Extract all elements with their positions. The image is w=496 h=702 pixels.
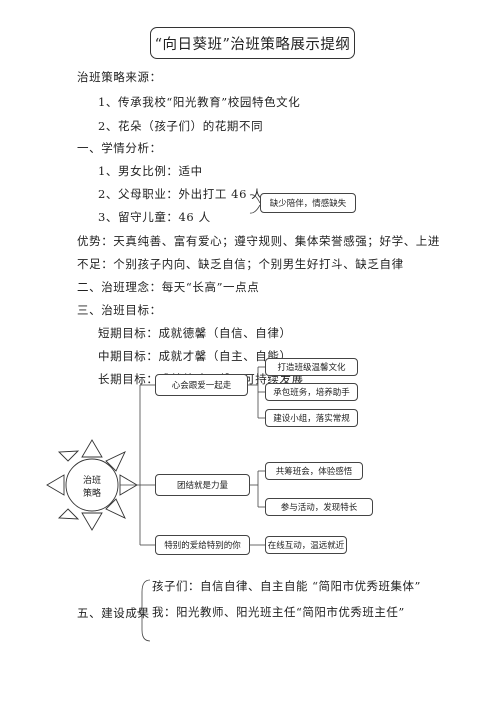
document-title: “向日葵班”治班策略展示提纲 [150, 27, 355, 59]
source-item-2: 2、花朵（孩子们）的花期不同 [98, 119, 264, 133]
result-children: 孩子们：自信自律、自主自能 “简阳市优秀班集体” [152, 579, 421, 593]
section1-item-2: 2、父母职业：外出打工 46 人 [98, 187, 264, 201]
note-connector-bottom [249, 204, 261, 214]
shortcomings-line: 不足：个别孩子内向、缺乏自信；个别男生好打斗、缺乏自律 [77, 257, 404, 271]
section1-heading: 一、学情分析： [77, 141, 162, 155]
section3-heading: 三、治班目标： [77, 303, 162, 317]
note-connector-top [249, 194, 261, 204]
branch-unity: 团结就是力量 [155, 474, 250, 496]
advantages-line: 优势：天真纯善、富有爱心；遵守规则、集体荣誉感强；好学、上进 [77, 234, 440, 248]
result-teacher: 我：阳光教师、阳光班主任“简阳市优秀班主任” [152, 605, 405, 619]
leaf-activities: 参与活动，发现特长 [265, 498, 373, 516]
section1-item-3: 3、留守儿童：46 人 [98, 210, 211, 224]
source-heading: 治班策略来源： [77, 70, 162, 84]
tree-lines [120, 366, 265, 546]
leaf-online: 在线互动，温远就近 [265, 536, 347, 554]
leaf-groups: 建设小组，落实常规 [265, 409, 358, 427]
branch-love: 心会跟爱一起走 [155, 374, 248, 396]
section1-item-1: 1、男女比例：适中 [98, 164, 203, 178]
leaf-warm-culture: 打造班级温馨文化 [265, 358, 358, 376]
goal-short: 短期目标：成就德馨（自信、自律） [98, 326, 292, 340]
section2-heading: 二、治班理念：每天“长高”一点点 [77, 280, 260, 294]
results-brace [136, 579, 151, 642]
section5-heading: 五、建设成果 [77, 606, 150, 620]
note-lack-companionship: 缺少陪伴，情感缺失 [260, 193, 356, 213]
goal-mid: 中期目标：成就才馨（自主、自能） [98, 349, 292, 363]
leaf-class-duties: 承包班务，培养助手 [265, 383, 358, 401]
sun-icon [46, 439, 138, 531]
source-item-1: 1、传承我校“阳光教育”校园特色文化 [98, 95, 301, 109]
leaf-class-meeting: 共筹班会，体验感悟 [265, 462, 363, 480]
branch-special-love: 特别的爱给特别的你 [155, 535, 250, 555]
sun-label: 治班 策略 [82, 476, 101, 499]
